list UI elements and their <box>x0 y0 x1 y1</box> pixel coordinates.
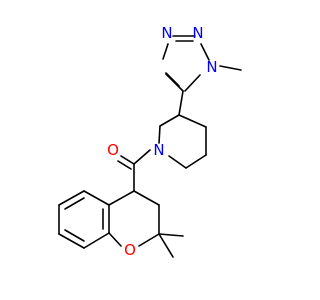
bond-triazole-piperidine <box>178 90 184 116</box>
bond-benzene-4b <box>64 229 85 242</box>
bond-methyl-b <box>158 233 174 258</box>
bond-triazole-2 <box>200 43 210 61</box>
atom-n-triazole-methyl: N <box>206 58 217 76</box>
atom-n-piperidine: N <box>153 141 164 159</box>
bond-carbonyl-double-1 <box>120 155 135 165</box>
bond-benzene-5 <box>83 232 110 249</box>
bond-chromane-4 <box>108 232 122 247</box>
atom-o-chromane: O <box>124 241 136 259</box>
bond-triazole-5 <box>162 43 169 60</box>
atom-n-triazole-top: N <box>192 24 203 42</box>
bond-benzene-2 <box>58 190 85 206</box>
bond-triazole-4b <box>165 72 180 87</box>
bond-n-carbonyl <box>133 149 151 165</box>
bond-piperidine-2 <box>158 125 161 144</box>
bond-carbonyl-double-2 <box>117 160 132 170</box>
bond-piperidine-6 <box>178 114 207 128</box>
bond-n-methyl <box>219 65 242 71</box>
atom-o-carbonyl: O <box>107 141 119 159</box>
bonds <box>58 35 242 258</box>
bond-chromane-1 <box>133 190 160 206</box>
bond-benzene-4 <box>58 233 85 249</box>
atom-n-triazole-left: N <box>161 24 172 42</box>
bond-chromane-5 <box>108 190 135 206</box>
chemical-structure-diagram: N N N N O O <box>58 24 242 259</box>
bond-triazole-3 <box>184 74 201 92</box>
bond-piperidine-4 <box>185 154 207 169</box>
bond-chromane-3 <box>138 233 160 247</box>
bond-piperidine-1 <box>159 114 180 127</box>
bond-benzene-2b <box>64 197 85 210</box>
atom-labels: N N N N O O <box>107 24 218 259</box>
bond-benzene-1 <box>83 190 110 206</box>
bond-piperidine-3 <box>168 155 187 169</box>
bond-methyl-a <box>158 233 184 237</box>
